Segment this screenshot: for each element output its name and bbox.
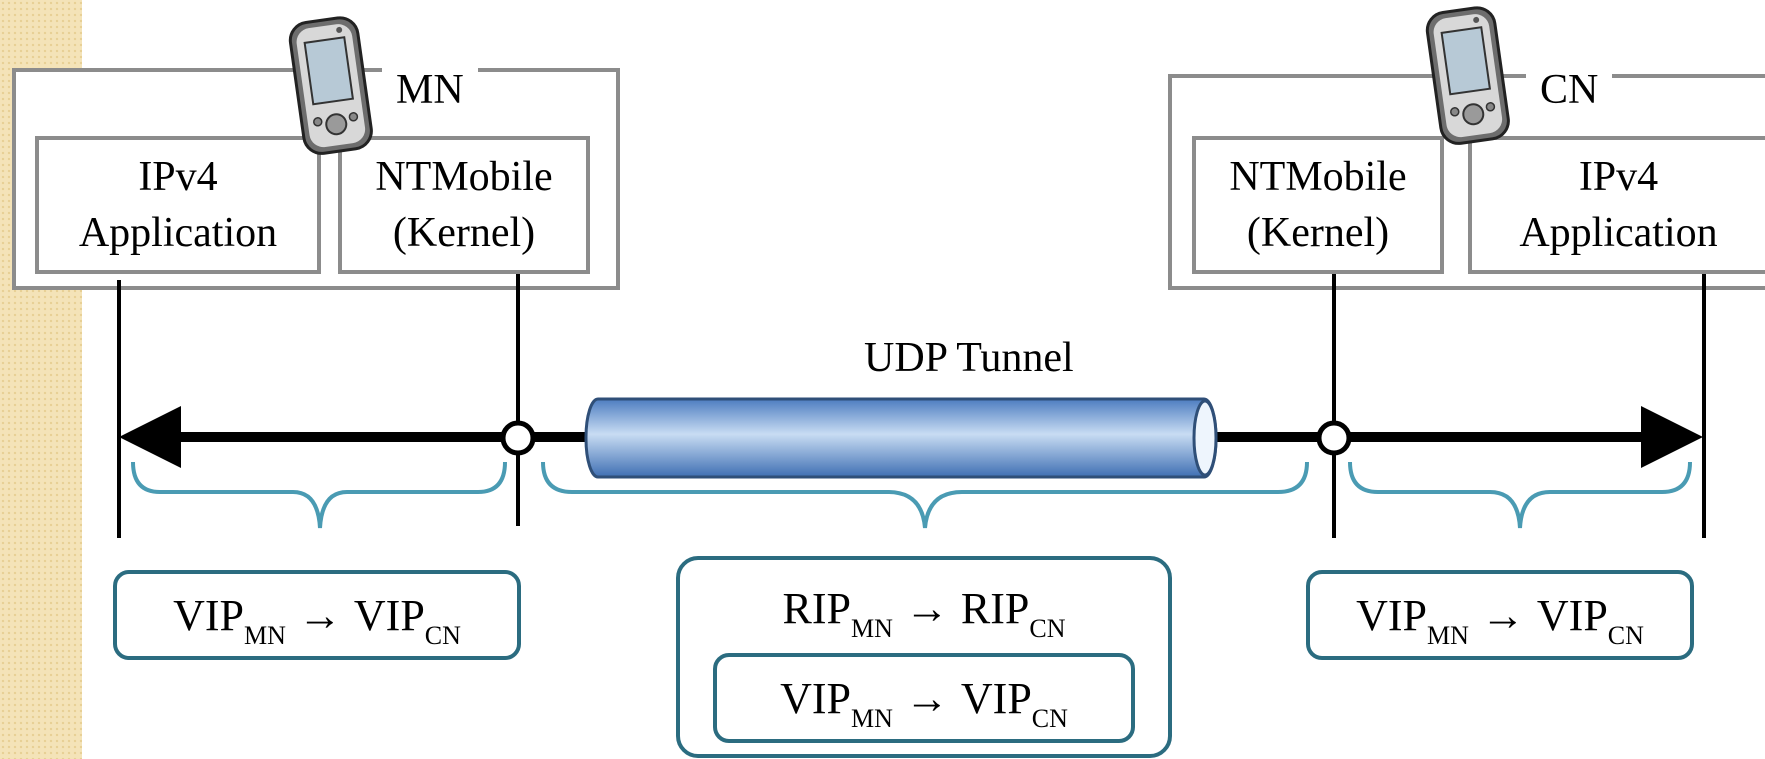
left-packet-src: VIPMN — [173, 590, 286, 650]
left-brace — [131, 461, 507, 529]
udp-tunnel-cylinder — [584, 397, 1218, 479]
center-outer-dst: RIPCN — [960, 583, 1066, 643]
center-outer-src: RIPMN — [782, 583, 893, 643]
arrow-icon: → — [297, 590, 342, 640]
udp-tunnel-label: UDP Tunnel — [864, 335, 1074, 381]
mn-app-line2: Application — [78, 210, 278, 256]
cn-kernel-vertical-line — [1332, 274, 1336, 538]
cn-kernel-line1: NTMobile — [1229, 154, 1407, 200]
left-arrowhead — [119, 406, 181, 468]
center-inner-src: VIPMN — [780, 673, 893, 733]
cn-app-line1: IPv4 — [1578, 154, 1659, 200]
cn-ntmobile-kernel-box: NTMobile (Kernel) — [1192, 136, 1444, 274]
cn-node-label: CN — [1526, 65, 1613, 115]
mn-app-line1: IPv4 — [138, 154, 218, 200]
right-packet-src: VIPMN — [1356, 590, 1469, 650]
center-inner-dst: VIPCN — [960, 673, 1068, 733]
mn-kernel-endpoint-circle — [500, 420, 536, 456]
right-brace — [1348, 461, 1692, 529]
cn-ipv4-application-box: IPv4 Application — [1468, 136, 1765, 274]
mn-node-label: MN — [382, 65, 478, 115]
cn-kernel-endpoint-circle — [1316, 420, 1352, 456]
right-packet-dst: VIPCN — [1536, 590, 1644, 650]
mn-ipv4-application-box: IPv4 Application — [35, 136, 321, 274]
mn-app-vertical-line — [117, 280, 121, 538]
arrow-icon: → — [904, 673, 949, 723]
right-packet-vip: VIPMN → VIPCN — [1306, 570, 1694, 660]
arrow-icon: → — [904, 583, 949, 633]
center-packet-inner-vip: VIPMN → VIPCN — [713, 653, 1135, 743]
left-packet-dst: VIPCN — [353, 590, 461, 650]
right-arrowhead — [1641, 406, 1703, 468]
center-brace — [541, 461, 1309, 529]
cn-kernel-line2: (Kernel) — [1246, 210, 1390, 256]
pda-device-icon — [1425, 6, 1510, 145]
mn-ntmobile-kernel-box: NTMobile (Kernel) — [338, 136, 590, 274]
mn-kernel-vertical-line — [516, 274, 520, 526]
cn-app-line2: Application — [1519, 210, 1718, 256]
left-packet-vip: VIPMN → VIPCN — [113, 570, 521, 660]
pda-device-icon — [288, 16, 373, 155]
center-packet-outer-header: RIPMN → RIPCN — [680, 578, 1168, 643]
mn-kernel-line2: (Kernel) — [392, 210, 536, 256]
mn-kernel-line1: NTMobile — [375, 154, 553, 200]
cn-app-vertical-line — [1702, 274, 1706, 538]
arrow-icon: → — [1480, 590, 1525, 640]
